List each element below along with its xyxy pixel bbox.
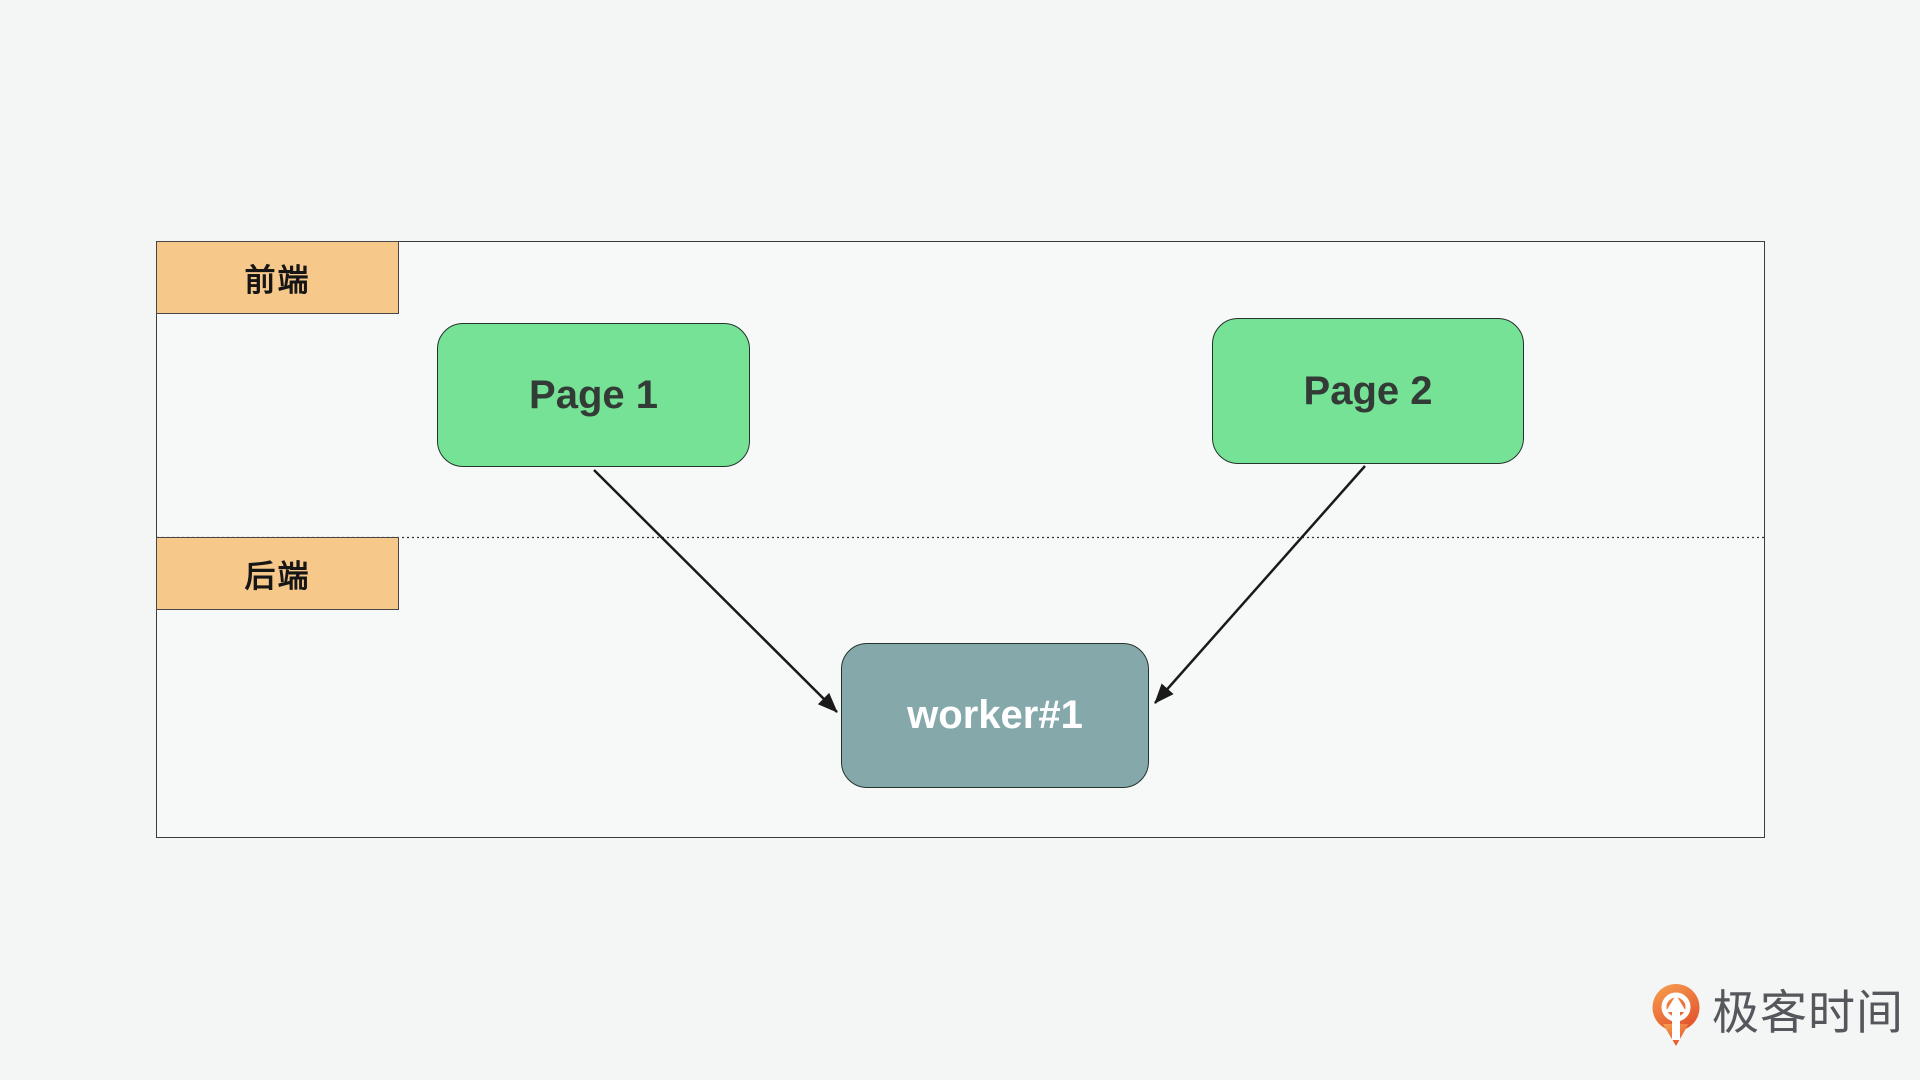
node-worker1: worker#1: [841, 643, 1149, 788]
brand-logo: 极客时间: [1652, 984, 1904, 1052]
geektime-pin-icon: [1652, 984, 1700, 1052]
node-worker1-label: worker#1: [907, 693, 1083, 737]
node-page2: Page 2: [1212, 318, 1524, 464]
lane-label-frontend: 前端: [156, 241, 399, 314]
node-page2-label: Page 2: [1303, 368, 1433, 413]
node-page1-label: Page 1: [529, 372, 658, 417]
node-page1: Page 1: [437, 323, 750, 467]
lane-label-backend: 后端: [156, 537, 399, 610]
lane-label-frontend-text: 前端: [244, 263, 311, 298]
lane-label-backend-text: 后端: [244, 559, 311, 594]
brand-logo-text: 极客时间: [1712, 985, 1904, 1039]
